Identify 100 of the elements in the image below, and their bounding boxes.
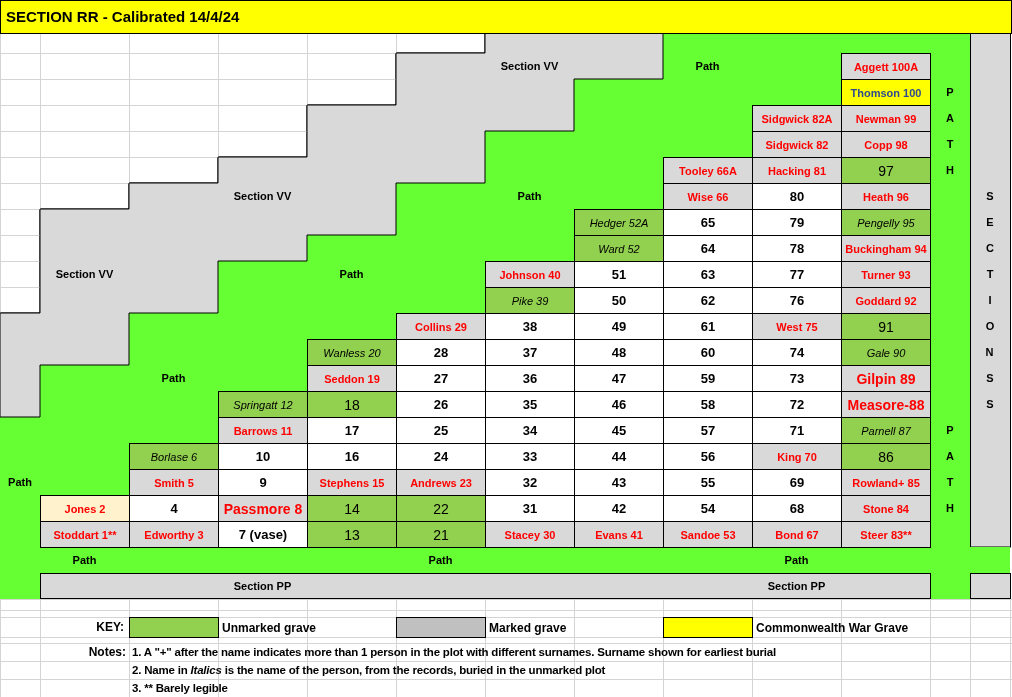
- marked-grave-plot: Bond 67: [752, 521, 842, 548]
- marked-grave-plot: Wise 66: [663, 183, 753, 210]
- marked-grave-plot: Heath 96: [841, 183, 931, 210]
- marked-grave-plot: Rowland+ 85: [841, 469, 931, 496]
- grave-plot: 26: [396, 391, 486, 418]
- grave-plot: 27: [396, 365, 486, 392]
- unmarked-grave-plot: 21: [396, 521, 486, 548]
- grave-plot: 59: [663, 365, 753, 392]
- grave-plot: 49: [574, 313, 664, 340]
- marked-grave-plot: Copp 98: [841, 131, 931, 158]
- war-grave-plot: Thomson 100: [841, 79, 931, 106]
- grave-plot: 73: [752, 365, 842, 392]
- unmarked-grave-plot: Pengelly 95: [841, 209, 931, 236]
- path-label: PATH: [945, 85, 955, 178]
- unmarked-grave-plot: 91: [841, 313, 931, 340]
- marked-grave-plot: Sidgwick 82A: [752, 105, 842, 132]
- marked-grave-plot: Andrews 23: [396, 469, 486, 496]
- grave-plot: 16: [307, 443, 397, 470]
- grave-plot: 71: [752, 417, 842, 444]
- marked-grave-plot: Sandoe 53: [663, 521, 753, 548]
- unmarked-grave-plot: Pike 39: [485, 287, 575, 314]
- grave-plot: 10: [218, 443, 308, 470]
- grave-plot: 43: [574, 469, 664, 496]
- grave-plot: 48: [574, 339, 664, 366]
- marked-grave-plot: Steer 83**: [841, 521, 931, 548]
- grave-plot: 7 (vase): [218, 521, 308, 548]
- grave-plot: 44: [574, 443, 664, 470]
- grave-plot: 28: [396, 339, 486, 366]
- grave-plot: 56: [663, 443, 753, 470]
- grave-plot: 79: [752, 209, 842, 236]
- unmarked-grave-plot: 13: [307, 521, 397, 548]
- marked-grave-plot: Stoddart 1**: [40, 521, 130, 548]
- legend-label: Unmarked grave: [222, 619, 318, 637]
- unmarked-grave-plot: Parnell 87: [841, 417, 931, 444]
- marked-grave-plot: Stone 84: [841, 495, 931, 522]
- grave-plot: 9: [218, 469, 308, 496]
- marked-grave-plot: Stacey 30: [485, 521, 575, 548]
- grave-plot: 36: [485, 365, 575, 392]
- grave-plot: 65: [663, 209, 753, 236]
- grave-plot: 51: [574, 261, 664, 288]
- grave-plot: 63: [663, 261, 753, 288]
- legend-label: Marked grave: [489, 619, 568, 637]
- unmarked-grave-plot: 14: [307, 495, 397, 522]
- legend-label: Commonwealth War Grave: [756, 619, 910, 637]
- grave-plot: 37: [485, 339, 575, 366]
- section-label: SECTION SS: [985, 189, 995, 412]
- unmarked-grave-plot: 97: [841, 157, 931, 184]
- grave-plot: 74: [752, 339, 842, 366]
- grave-plot: 62: [663, 287, 753, 314]
- grave-plot: 58: [663, 391, 753, 418]
- marked-grave-plot: Turner 93: [841, 261, 931, 288]
- grave-plot: 72: [752, 391, 842, 418]
- path-label: Path: [71, 553, 98, 568]
- section-label: Section VV: [232, 189, 293, 204]
- grave-plot: 33: [485, 443, 575, 470]
- unmarked-grave-plot: Hedger 52A: [574, 209, 664, 236]
- marked-grave-plot: Smith 5: [129, 469, 219, 496]
- marked-grave-plot: West 75: [752, 313, 842, 340]
- marked-grave-plot: Edworthy 3: [129, 521, 219, 548]
- grave-plot: 34: [485, 417, 575, 444]
- grave-plot: 45: [574, 417, 664, 444]
- unmarked-grave-plot: Wanless 20: [307, 339, 397, 366]
- path-label: Path: [427, 553, 454, 568]
- marked-grave-plot: Goddard 92: [841, 287, 931, 314]
- unmarked-grave-plot: 18: [307, 391, 397, 418]
- grave-plot: Jones 2: [40, 495, 130, 522]
- marked-grave-plot: Collins 29: [396, 313, 486, 340]
- path-label: Path: [516, 189, 543, 204]
- grave-plot: 50: [574, 287, 664, 314]
- path-label: Path: [160, 371, 187, 386]
- note-text: 1. A "+" after the name indicates more than 1 person in the plot with different surnames. Surname shown for earliest burial: [132, 645, 777, 660]
- grave-plot: 80: [752, 183, 842, 210]
- marked-grave-plot: Buckingham 94: [841, 235, 931, 262]
- grave-plot: 69: [752, 469, 842, 496]
- path-label: Path: [783, 553, 810, 568]
- unmarked-grave-plot: Gale 90: [841, 339, 931, 366]
- path-label: Path: [7, 475, 33, 490]
- grave-plot: 24: [396, 443, 486, 470]
- section-label: Section VV: [54, 267, 115, 282]
- grave-plot: 77: [752, 261, 842, 288]
- unmarked-grave-plot: Ward 52: [574, 235, 664, 262]
- grave-plot: 68: [752, 495, 842, 522]
- notes-heading: Notes:: [87, 644, 126, 661]
- marked-grave-plot: Evans 41: [574, 521, 664, 548]
- marked-grave-plot: Tooley 66A: [663, 157, 753, 184]
- grave-plot: 32: [485, 469, 575, 496]
- marked-grave-plot: Measore-88: [841, 391, 931, 418]
- grave-plot: 38: [485, 313, 575, 340]
- marked-grave-plot: Stephens 15: [307, 469, 397, 496]
- grave-plot: 25: [396, 417, 486, 444]
- note-text: 2. Name in Italics is the name of the person, from the records, buried in the unmarked plot: [132, 663, 607, 678]
- grave-plot: 31: [485, 495, 575, 522]
- unmarked-grave-plot: Springatt 12: [218, 391, 308, 418]
- grave-plot: 76: [752, 287, 842, 314]
- grave-plot: 60: [663, 339, 753, 366]
- marked-grave-plot: Gilpin 89: [841, 365, 931, 392]
- grave-plot: 78: [752, 235, 842, 262]
- title-banner: SECTION RR - Calibrated 14/4/24: [0, 0, 1012, 34]
- grave-plot: 17: [307, 417, 397, 444]
- section-label: Section VV: [499, 59, 560, 74]
